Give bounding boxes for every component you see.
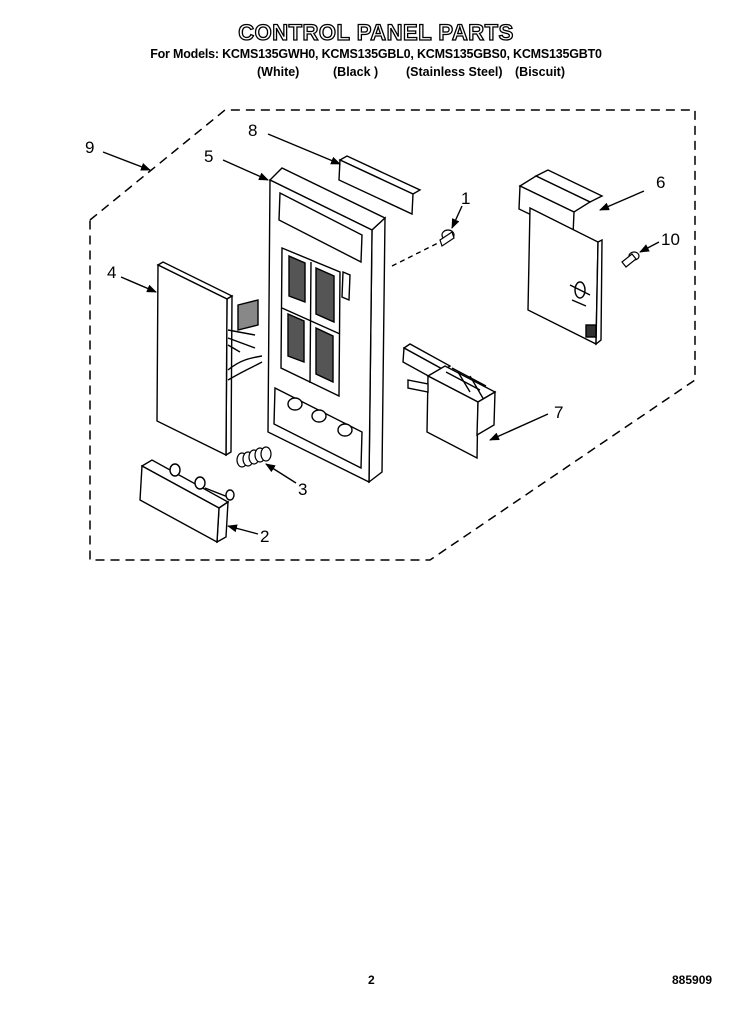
- document-number: 885909: [672, 973, 713, 987]
- page-title: CONTROL PANEL PARTS: [238, 19, 514, 45]
- display-window: [338, 155, 422, 216]
- latch-bracket: [402, 343, 497, 460]
- leader-2: [227, 524, 259, 535]
- color-black: (Black ): [333, 65, 379, 79]
- leader-9: [102, 151, 151, 171]
- color-white: (White): [257, 65, 300, 79]
- leader-1: [451, 205, 463, 229]
- page-number: 2: [368, 973, 375, 987]
- leader-3: [265, 463, 297, 484]
- models-line: For Models: KCMS135GWH0, KCMS135GBL0, KC…: [150, 47, 602, 61]
- control-panel-frame: [267, 167, 387, 484]
- leader-lines: [102, 133, 660, 535]
- callout-6: 6: [656, 173, 665, 192]
- color-biscuit: (Biscuit): [515, 65, 565, 79]
- callout-3: 3: [298, 480, 307, 499]
- callout-4: 4: [107, 263, 116, 282]
- callout-1: 1: [461, 189, 470, 208]
- callout-7: 7: [554, 403, 563, 422]
- screw: [439, 229, 455, 247]
- leader-4: [120, 276, 157, 293]
- callout-9: 9: [85, 138, 94, 157]
- control-board: [518, 169, 604, 346]
- leader-7: [489, 413, 549, 441]
- leader-5: [222, 159, 269, 181]
- callout-8: 8: [248, 121, 257, 140]
- door-release-button: [139, 459, 235, 544]
- leader-6: [599, 190, 645, 211]
- callout-5: 5: [204, 147, 213, 166]
- callout-2: 2: [260, 527, 269, 546]
- color-stainless: (Stainless Steel): [406, 65, 503, 79]
- leader-8: [267, 133, 341, 165]
- leader-10: [639, 241, 660, 253]
- callout-10: 10: [661, 230, 680, 249]
- spring: [236, 446, 272, 468]
- membrane-keypad: [156, 261, 263, 457]
- board-screw: [621, 251, 640, 268]
